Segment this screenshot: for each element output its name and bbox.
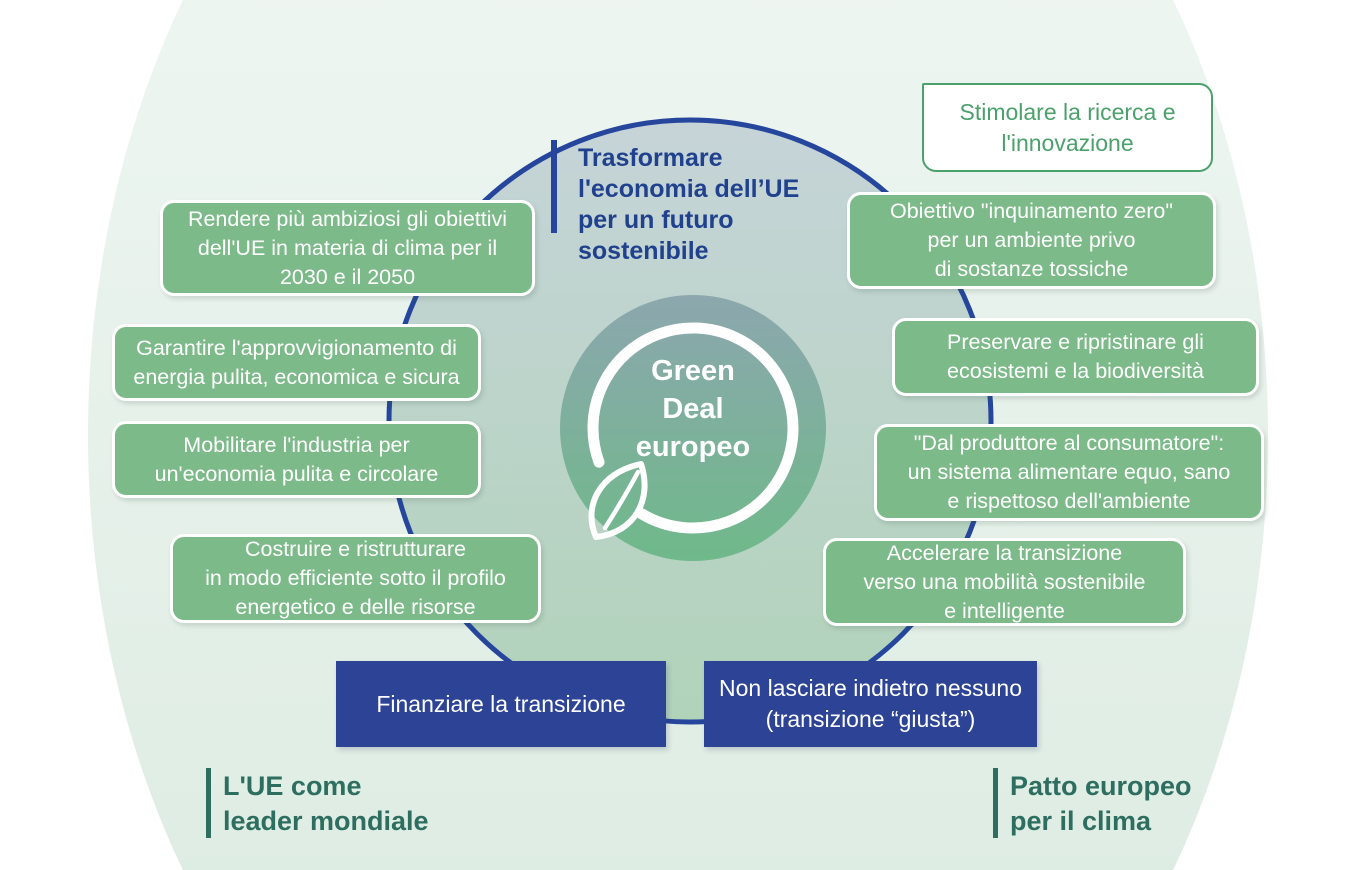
box-research-innovation: Stimolare la ricerca e l'innovazione (922, 83, 1213, 172)
box-financing-transition: Finanziare la transizione (336, 661, 666, 747)
title-transform-economy: Trasformare l'economia dell’UE per un fu… (578, 144, 800, 265)
pillar-climate-ambition: Rendere più ambiziosi gli obiettivi dell… (160, 200, 535, 296)
center-green-deal-label: Green Deal europeo (635, 355, 751, 463)
open-ring-icon (587, 322, 799, 534)
label-bar-right (993, 768, 998, 838)
label-bar-left (206, 768, 211, 838)
pillar-building-renovation: Costruire e ristrutturare in modo effici… (170, 534, 541, 623)
pillar-zero-pollution: Obiettivo "inquinamento zero" per un amb… (847, 192, 1216, 289)
title-accent-bar (551, 140, 557, 233)
pillar-clean-energy: Garantire l'approvvigionamento di energi… (112, 324, 481, 401)
label-climate-pact: Patto europeo per il clima (1010, 771, 1192, 836)
box-just-transition: Non lasciare indietro nessuno (transizio… (704, 661, 1037, 747)
label-eu-global-leader: L'UE come leader mondiale (223, 771, 429, 836)
pillar-biodiversity: Preservare e ripristinare gli ecosistemi… (892, 318, 1259, 396)
leaf-icon (588, 461, 648, 540)
pillar-sustainable-mobility: Accelerare la transizione verso una mobi… (823, 538, 1186, 626)
pillar-farm-to-fork: "Dal produttore al consumatore": un sist… (874, 424, 1264, 521)
pillar-industry-circular-economy: Mobilitare l'industria per un'economia p… (112, 421, 481, 498)
